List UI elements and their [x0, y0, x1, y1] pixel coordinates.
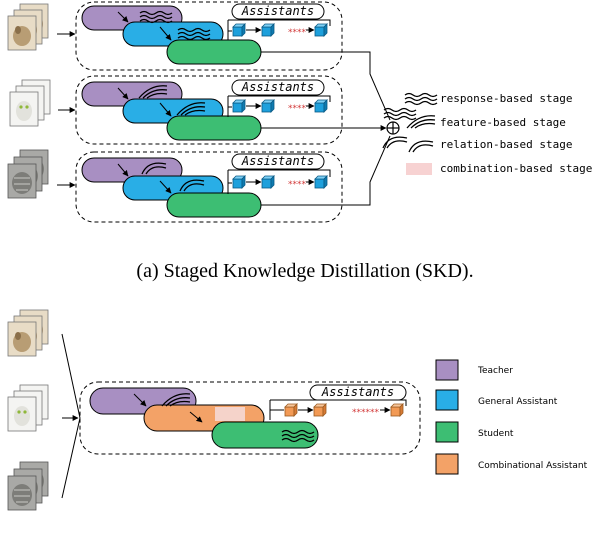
- dots: ****: [288, 180, 307, 190]
- legend-label: combination-based stage: [440, 162, 592, 175]
- general-assistant-swatch: [435, 389, 459, 411]
- cube-icon: [314, 175, 328, 189]
- cube-icon: [232, 23, 246, 37]
- legend-label: feature-based stage: [440, 116, 566, 129]
- combination-icon: [215, 407, 245, 421]
- assistants-box: [231, 3, 325, 20]
- cube-icon: [314, 23, 328, 37]
- student-block: [166, 192, 262, 218]
- dots: ****: [288, 104, 307, 114]
- input-image-stack: [7, 149, 49, 199]
- assistants-label: Assistants: [241, 80, 314, 94]
- student-block: [166, 115, 262, 141]
- student-swatch: [435, 421, 459, 443]
- cube-icon: [232, 99, 246, 113]
- legend-label: response-based stage: [440, 92, 572, 105]
- feature-icon: [406, 115, 436, 129]
- stage-frame: [79, 381, 421, 455]
- stage-frame: [75, 1, 343, 71]
- assistants-label: Assistants: [241, 4, 314, 18]
- student-block: [166, 39, 262, 65]
- dots: ******: [352, 408, 380, 418]
- cube-icon: [261, 175, 275, 189]
- stage-frame: [75, 75, 343, 145]
- relation-icon: [408, 140, 434, 153]
- cube-icon: [390, 403, 404, 417]
- input-image-stack: [9, 79, 51, 127]
- cube-icon: [232, 175, 246, 189]
- assistants-box: [231, 79, 325, 96]
- stage-frame: [75, 151, 343, 223]
- legend-b: Teacher General Assistant Student Combin…: [435, 359, 588, 475]
- legend-label: Combinational Assistant: [478, 461, 588, 471]
- legend-label: General Assistant: [478, 397, 558, 407]
- cube-icon: [261, 23, 275, 37]
- cube-icon: [314, 99, 328, 113]
- cube-icon: [313, 403, 327, 417]
- cube-icon: [261, 99, 275, 113]
- caption-a: (a) Staged Knowledge Distillation (SKD).: [136, 260, 473, 282]
- dots: ****: [288, 28, 307, 38]
- combinational-assistant-swatch: [435, 453, 459, 475]
- legend-a: response-based stage feature-based stage…: [404, 92, 592, 175]
- combination-icon: [406, 163, 432, 175]
- input-image-stack: [7, 3, 49, 51]
- assistants-box: [231, 153, 325, 170]
- relation-icon: [382, 136, 408, 149]
- legend-label: Teacher: [477, 366, 513, 376]
- assistants-label: Assistants: [321, 385, 394, 399]
- assistants-label: Assistants: [241, 154, 314, 168]
- sckd-stage: Assistants ******: [79, 381, 421, 455]
- skd-row-1: Assistants ****: [7, 1, 391, 121]
- legend-label: relation-based stage: [440, 138, 572, 151]
- teacher-swatch: [435, 359, 459, 381]
- cube-icon: [284, 403, 298, 417]
- skd-row-3: Assistants ****: [7, 135, 391, 223]
- input-image-stacks-b: [7, 309, 49, 511]
- response-icon: [404, 92, 438, 106]
- skd-row-2: Assistants ****: [9, 75, 387, 145]
- legend-label: Student: [478, 429, 514, 439]
- combine-node: [382, 107, 417, 149]
